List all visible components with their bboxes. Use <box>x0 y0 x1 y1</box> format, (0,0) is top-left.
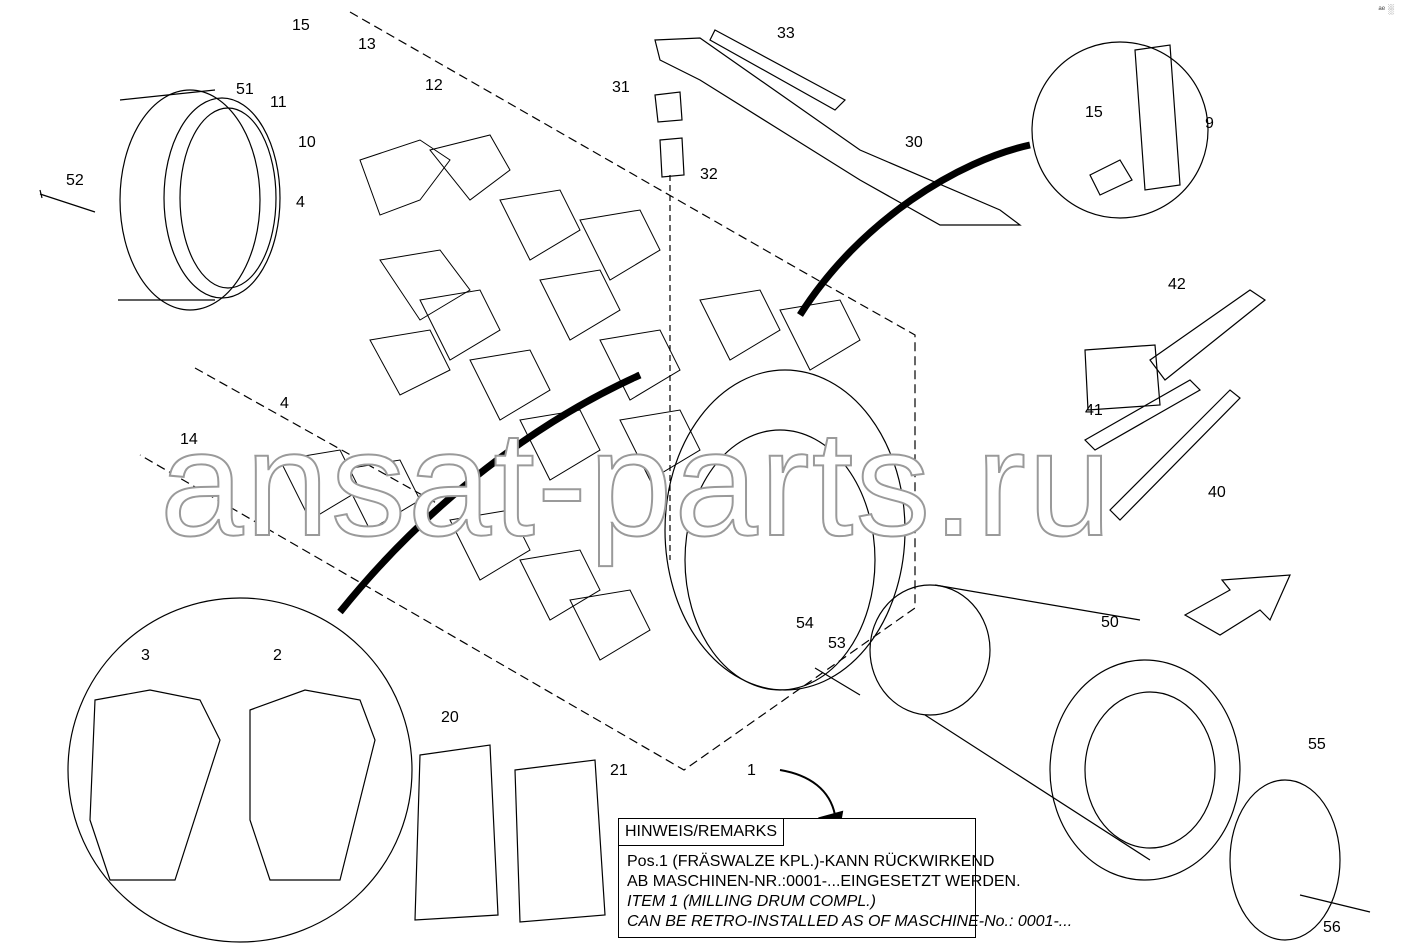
wrench-icon <box>654 29 1022 226</box>
hammer-icon <box>1084 289 1267 411</box>
bolt-52 <box>39 189 96 213</box>
callout-30: 30 <box>905 134 923 151</box>
callout-12: 12 <box>425 77 443 94</box>
callout-15b: 15 <box>1085 104 1103 121</box>
bolt-56 <box>1299 894 1371 913</box>
callout-13: 13 <box>358 36 376 53</box>
callout-50: 50 <box>1101 614 1119 631</box>
orientation-arrow-icon <box>1183 574 1291 636</box>
callout-3: 3 <box>141 647 150 664</box>
remarks-title: HINWEIS/REMARKS <box>619 819 785 846</box>
callout-56: 56 <box>1323 919 1341 936</box>
callout-20: 20 <box>441 709 459 726</box>
callout-41: 41 <box>1085 402 1103 419</box>
remarks-line-1: Pos.1 (FRÄSWALZE KPL.)-KANN RÜCKWIRKEND <box>627 853 995 870</box>
ring-55 <box>1229 779 1341 941</box>
callout-14: 14 <box>180 431 198 448</box>
bag-20 <box>414 744 499 921</box>
callout-4: 4 <box>296 194 305 211</box>
watermark: ansat-parts.ru <box>159 399 1114 567</box>
callout-53: 53 <box>828 635 846 652</box>
assembly-outline <box>139 11 916 771</box>
milling-drum-icon <box>869 584 1241 881</box>
callout-31: 31 <box>612 79 630 96</box>
callout-9: 9 <box>1205 115 1214 132</box>
milling-teeth <box>279 134 861 661</box>
callout-33: 33 <box>777 25 795 42</box>
socket-31 <box>654 91 683 123</box>
callout-52: 52 <box>66 172 84 189</box>
callout-2: 2 <box>273 647 282 664</box>
callout-15: 15 <box>292 17 310 34</box>
callout-54: 54 <box>796 615 814 632</box>
bag-21 <box>514 759 606 923</box>
callout-1: 1 <box>747 762 756 779</box>
socket-32 <box>659 137 685 178</box>
callout-51: 51 <box>236 81 254 98</box>
remarks-line-4: CAN BE RETRO-INSTALLED AS OF MASCHINE-No… <box>627 913 1073 930</box>
callout-42: 42 <box>1168 276 1186 293</box>
chisel-icon <box>1084 379 1241 521</box>
callout-4b: 4 <box>280 395 289 412</box>
remarks-line-2: AB MASCHINEN-NR.:0001-...EINGESETZT WERD… <box>627 873 1021 890</box>
callout-32: 32 <box>700 166 718 183</box>
drum-ring-51 <box>118 89 281 311</box>
callout-40: 40 <box>1208 484 1226 501</box>
callout-55: 55 <box>1308 736 1326 753</box>
detail-circle-2-3 <box>67 597 413 943</box>
corner-mark: ᵃᵉ ░ <box>1378 4 1394 14</box>
remarks-line-3: ITEM 1 (MILLING DRUM COMPL.) <box>627 893 876 910</box>
callout-21: 21 <box>610 762 628 779</box>
bolt-53 <box>814 667 861 696</box>
callout-11: 11 <box>270 94 287 111</box>
remarks-box: HINWEIS/REMARKS Pos.1 (FRÄSWALZE KPL.)-K… <box>618 818 1072 938</box>
detail-circle-9 <box>1031 41 1209 219</box>
callout-10: 10 <box>298 134 316 151</box>
